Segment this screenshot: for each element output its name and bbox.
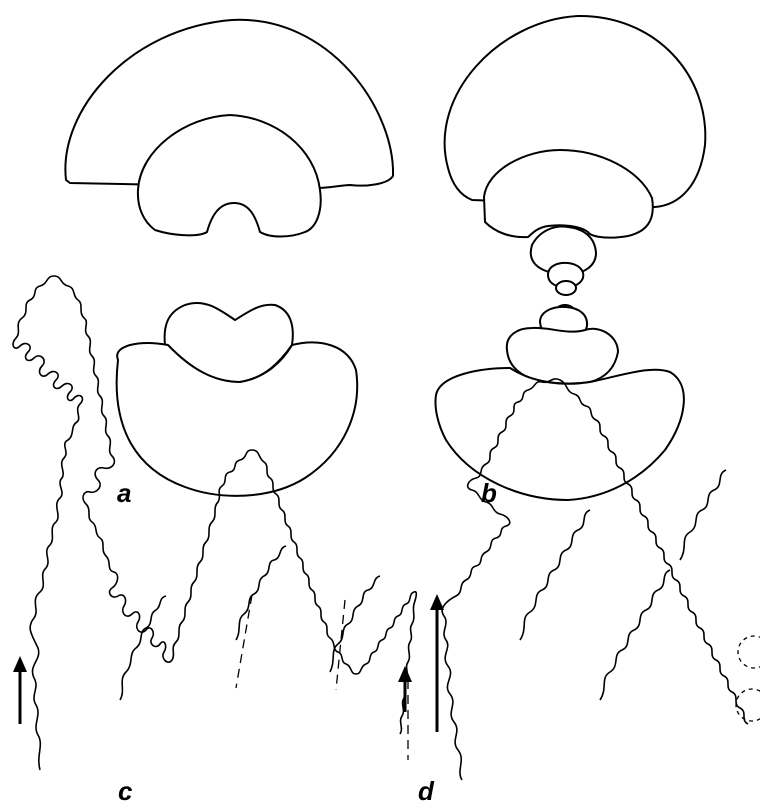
panel-c-suture-detail-2 [236,546,286,640]
panel-d-suture-detail-1 [520,510,590,640]
panel-d-suture-detail-2 [600,570,670,700]
panel-a-label: a [117,478,131,508]
panel-b-lower-outer-whorl [435,368,683,500]
panel-d-label: d [418,776,435,806]
panel-d-dashed-circle-1 [738,636,760,668]
panel-d-suture-detail-3 [680,470,726,560]
panel-c-suture-detail-3 [330,576,380,672]
panel-d-dashed-circle-2 [736,689,760,721]
panel-c-arrow-left-icon [13,656,27,724]
panel-c-label: c [118,776,133,806]
panel-b-upper-protoconch [556,281,576,295]
panel-c-arrow-right-icon [398,666,412,712]
panel-d-arrow-icon [430,594,444,732]
panel-b: b [435,16,705,508]
panel-c-dashed-line-1 [236,595,252,688]
panel-a: a [65,20,393,508]
panel-c-suture-detail-1 [120,596,166,700]
